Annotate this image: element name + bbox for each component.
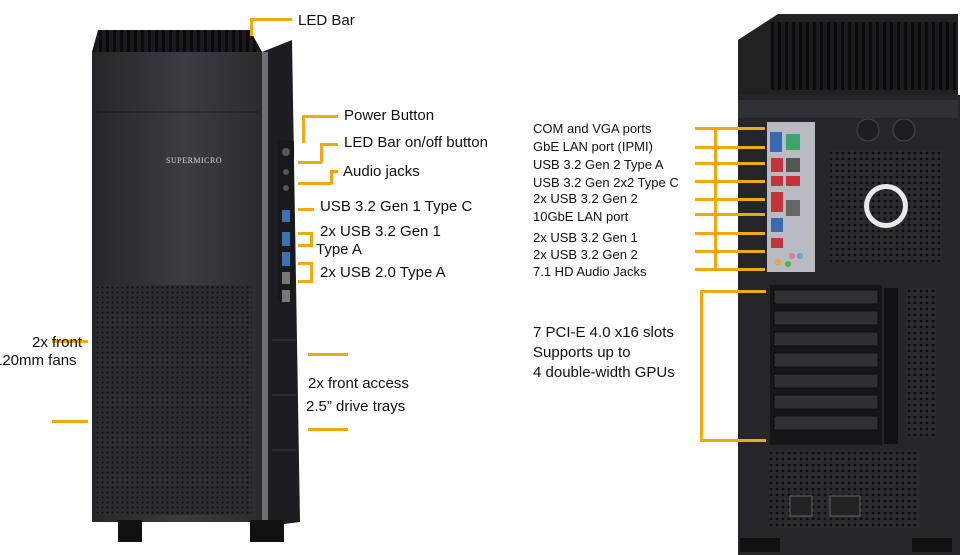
label-trays-1: 2x front access <box>308 375 409 392</box>
callout-line-rear-io-spine <box>714 127 717 271</box>
label-pcie-1: 7 PCI-E 4.0 x16 slots <box>533 324 674 341</box>
callout-line-audio-jacks <box>330 170 333 184</box>
callout-line-rear-io-top <box>695 127 765 130</box>
label-usb-c: USB 3.2 Gen 1 Type C <box>320 198 473 215</box>
label-pcie-2: Supports up to <box>533 344 631 361</box>
side-vent <box>906 288 936 438</box>
callout-line-pcie <box>700 290 703 442</box>
callout-line-power-button <box>302 115 305 143</box>
callout-line-usb20 <box>298 262 312 265</box>
led-bar-strip <box>262 52 268 522</box>
label-gbe-ipmi: GbE LAN port (IPMI) <box>533 139 653 154</box>
label-led-bar: LED Bar <box>298 12 355 29</box>
label-audio71: 7.1 HD Audio Jacks <box>533 264 647 279</box>
label-usb32g2-2x: 2x USB 3.2 Gen 2 <box>533 191 638 206</box>
label-usb32g1-2x: 2x USB 3.2 Gen 1 <box>533 230 638 245</box>
callout-line-usb32-a <box>298 232 312 235</box>
label-usb32g2-2x-b: 2x USB 3.2 Gen 2 <box>533 247 638 262</box>
label-usb32g2a: USB 3.2 Gen 2 Type A <box>533 157 664 172</box>
label-usb32-a-1: 2x USB 3.2 Gen 1 <box>320 223 441 240</box>
callout-line-usb-c <box>298 208 314 211</box>
label-power-button: Power Button <box>344 107 435 124</box>
rear-top-vent <box>770 22 956 90</box>
callout-line-led-bar <box>250 18 253 36</box>
callout-line-fans-top <box>52 340 88 343</box>
label-usb20: 2x USB 2.0 Type A <box>320 264 446 281</box>
callout-line-fans-bottom <box>52 420 88 423</box>
label-usb32g2x2c: USB 3.2 Gen 2x2 Type C <box>533 175 679 190</box>
label-lan10g: 10GbE LAN port <box>533 209 629 224</box>
label-trays-2: 2.5” drive trays <box>306 398 406 415</box>
label-pcie-3: 4 double-width GPUs <box>533 364 675 381</box>
front-mesh <box>96 285 252 515</box>
label-fans-1: 2x front <box>32 334 83 351</box>
front-brand: SUPERMICRO <box>166 156 223 165</box>
label-audio-jacks: Audio jacks <box>343 163 420 180</box>
top-vent <box>92 30 262 52</box>
callout-line-trays-bottom <box>308 428 348 431</box>
callout-line-led-switch <box>320 143 323 163</box>
callout-line-rear-io-bottom <box>695 268 765 271</box>
power-button-glyph <box>282 148 290 156</box>
callout-line-trays-top <box>308 353 348 356</box>
label-usb32-a-2: Type A <box>316 241 362 258</box>
label-fans-2: 120mm fans <box>0 352 77 369</box>
label-led-switch: LED Bar on/off button <box>344 134 488 151</box>
label-com-vga: COM and VGA ports <box>533 121 652 136</box>
